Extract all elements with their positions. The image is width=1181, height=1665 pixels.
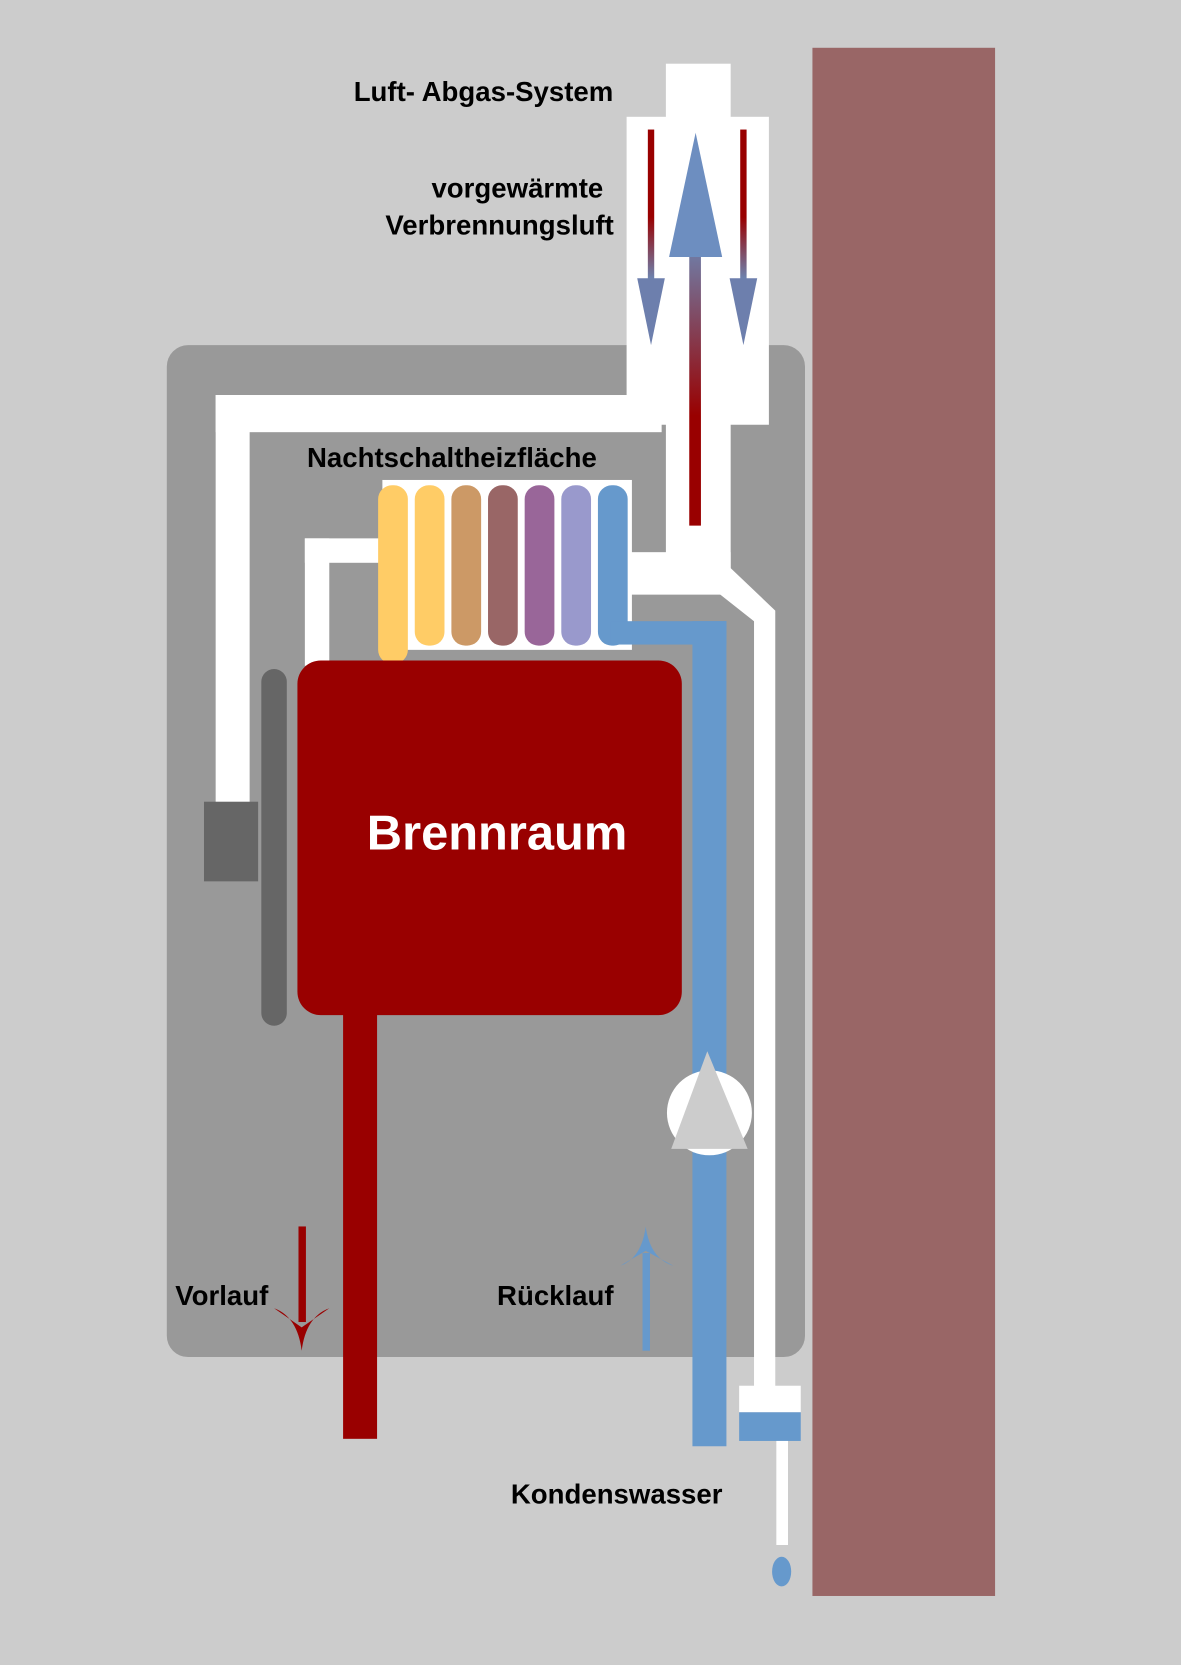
control-unit-block bbox=[203, 801, 259, 882]
preheated-air-label-line2: Verbrennungsluft bbox=[385, 210, 613, 241]
supply-label: Vorlauf bbox=[175, 1280, 269, 1311]
control-panel-bar bbox=[261, 668, 287, 1026]
condensate-trap bbox=[739, 1385, 801, 1587]
condensate-label: Kondenswasser bbox=[511, 1479, 723, 1510]
circulation-pump-icon bbox=[666, 1051, 752, 1156]
exhaust-outflow-arrow bbox=[669, 132, 723, 526]
coil-tube bbox=[597, 485, 628, 646]
secondary-heating-surface-label: Nachtschaltheizfläche bbox=[307, 442, 597, 473]
return-arrow-icon bbox=[620, 1226, 674, 1351]
supply-arrow-icon bbox=[274, 1226, 330, 1351]
coil-tube bbox=[451, 485, 482, 646]
condensate-drop-icon bbox=[772, 1556, 792, 1587]
heat-exchanger-coils bbox=[378, 485, 628, 664]
combustion-chamber-label: Brennraum bbox=[367, 806, 627, 860]
coil-tube bbox=[561, 485, 592, 646]
return-label: Rücklauf bbox=[497, 1280, 614, 1311]
heat-exchanger-frame-vertical bbox=[304, 538, 330, 666]
coil-tube bbox=[414, 485, 445, 646]
coil-tube bbox=[378, 485, 408, 664]
coil-tube bbox=[524, 485, 555, 646]
preheated-air-label-line1: vorgewärmte bbox=[431, 173, 603, 204]
house-wall bbox=[812, 47, 996, 1596]
coil-tube bbox=[488, 485, 518, 646]
air-inflow-arrow-right bbox=[729, 129, 758, 346]
return-pipe bbox=[692, 621, 727, 1447]
air-inflow-arrow-left bbox=[637, 129, 665, 346]
supply-pipe bbox=[343, 1008, 378, 1439]
flue-system-label: Luft- Abgas-System bbox=[354, 76, 614, 107]
combustion-chamber bbox=[297, 660, 682, 1016]
